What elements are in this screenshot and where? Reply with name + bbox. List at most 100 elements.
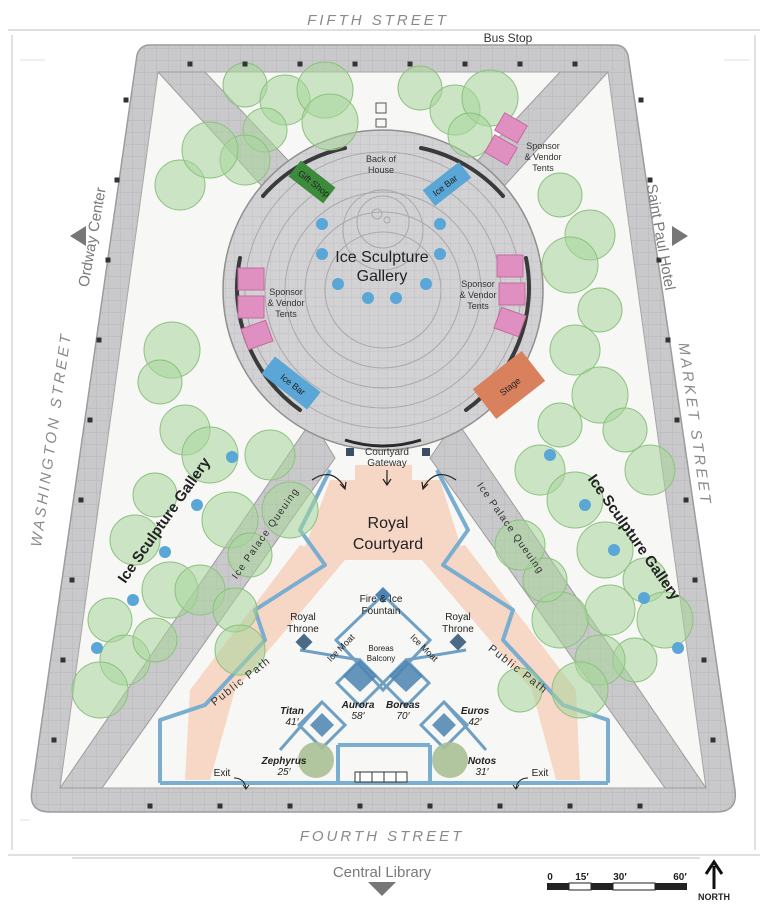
balcony-label-2: Balcony — [367, 654, 395, 663]
queue-arrow-left-icon — [311, 473, 347, 491]
exit-arrow-right-icon — [512, 777, 529, 790]
fountain-label: Fire & Ice — [360, 594, 403, 605]
sponsor-label-w: Sponsor & Vendor Tents — [267, 287, 304, 319]
saint-paul-arrow-icon — [672, 226, 688, 246]
throne-label-right-2: Throne — [442, 624, 474, 635]
tree — [109, 514, 161, 566]
royal-courtyard-label-2: Courtyard — [353, 536, 423, 553]
ice-sculpture-dot — [316, 218, 328, 230]
street-name-washington: WASHINGTON STREET — [28, 331, 75, 548]
tree — [71, 661, 129, 719]
light-post — [87, 417, 93, 423]
ice-sculpture-dot — [191, 499, 203, 511]
tree — [537, 402, 583, 448]
tree — [137, 359, 183, 405]
sponsor-line2: & Vendor — [459, 290, 496, 300]
queue-arrow-right-icon — [421, 473, 457, 491]
ice-sculpture-dot — [544, 449, 556, 461]
scale-tick-60: 60′ — [673, 872, 687, 883]
balcony-label: Boreas — [368, 644, 393, 653]
ice-sculpture-dot — [362, 292, 374, 304]
stage-seating — [354, 771, 408, 783]
light-post — [357, 803, 363, 809]
north-arrow-icon — [704, 859, 724, 889]
sponsor-label-e: Sponsor & Vendor Tents — [459, 279, 496, 311]
public-path — [185, 465, 580, 780]
ice-sculpture-dot — [316, 248, 328, 260]
ordway-arrow-icon — [70, 226, 86, 246]
light-post — [123, 97, 129, 103]
tower-labels: Titan 41′ Aurora 58′ Boreas 70′ Euros 42… — [260, 700, 496, 778]
street-name-fourth: FOURTH STREET — [300, 828, 465, 845]
ice-bar-south[interactable] — [261, 356, 321, 410]
throne-label-left-2: Throne — [287, 624, 319, 635]
light-post — [567, 803, 573, 809]
scale-bar: 0 15′ 30′ 60′ — [547, 872, 687, 891]
sponsor-line2: & Vendor — [267, 298, 304, 308]
stage[interactable] — [472, 350, 546, 420]
north-gate-boxes — [375, 102, 387, 128]
bus-stop-label: Bus Stop — [484, 31, 533, 45]
ice-sculpture-dot — [332, 278, 344, 290]
light-post — [427, 803, 433, 809]
gift-shop[interactable] — [288, 160, 336, 204]
gateway-arrow-icon — [382, 470, 392, 487]
ice-sculpture-dot — [672, 642, 684, 654]
ice-sculpture-dot — [91, 642, 103, 654]
ice-sculpture-dot — [434, 248, 446, 260]
tree — [244, 429, 296, 481]
tree — [154, 159, 206, 211]
light-post — [60, 657, 66, 663]
tree — [549, 324, 601, 376]
tree-canopy — [71, 61, 694, 719]
royal-thrones — [295, 633, 467, 651]
sponsor-line1: Sponsor — [269, 287, 303, 297]
light-post — [637, 803, 643, 809]
tree — [132, 617, 178, 663]
tree — [571, 366, 629, 424]
tree — [584, 584, 636, 636]
light-post — [665, 337, 671, 343]
sponsor-line1: Sponsor — [461, 279, 495, 289]
ice-bar-north[interactable] — [422, 161, 472, 207]
tree — [497, 667, 543, 713]
light-post — [287, 803, 293, 809]
central-library-arrow-icon — [368, 882, 396, 896]
tree — [577, 287, 623, 333]
gateway-label-2: Gateway — [367, 458, 406, 469]
tree — [636, 591, 694, 649]
ice-sculpture-dot — [434, 218, 446, 230]
tower-boreas-height: 70′ — [397, 711, 411, 722]
ice-sculpture-dot — [420, 278, 432, 290]
light-post — [462, 61, 468, 67]
ice-wall-lines — [158, 469, 610, 785]
north-arrow: NORTH — [698, 859, 730, 902]
gateway-label: Courtyard — [365, 447, 409, 458]
ice-sculpture-dot — [127, 594, 139, 606]
ice-sculpture-dot — [608, 544, 620, 556]
vendor-tents — [237, 112, 528, 351]
tree — [494, 519, 546, 571]
light-post — [78, 497, 84, 503]
tree — [537, 172, 583, 218]
light-post — [710, 737, 716, 743]
light-post — [517, 61, 523, 67]
light-post — [647, 177, 653, 183]
north-label: NORTH — [698, 892, 730, 902]
light-post — [692, 577, 698, 583]
tree — [546, 471, 604, 529]
tree — [624, 444, 676, 496]
light-post — [105, 257, 111, 263]
tower-notos-height: 31′ — [476, 767, 490, 778]
light-post — [69, 577, 75, 583]
ice-sculpture-dot — [159, 546, 171, 558]
scale-tick-0: 0 — [547, 872, 553, 883]
scale-tick-15: 15′ — [575, 872, 589, 883]
courtyard-trees — [298, 742, 468, 778]
gallery-title-line2: Gallery — [357, 268, 408, 285]
light-posts — [51, 61, 716, 809]
wall-ends — [346, 448, 430, 456]
tower-aurora-name: Aurora — [341, 700, 375, 711]
tree — [397, 65, 443, 111]
